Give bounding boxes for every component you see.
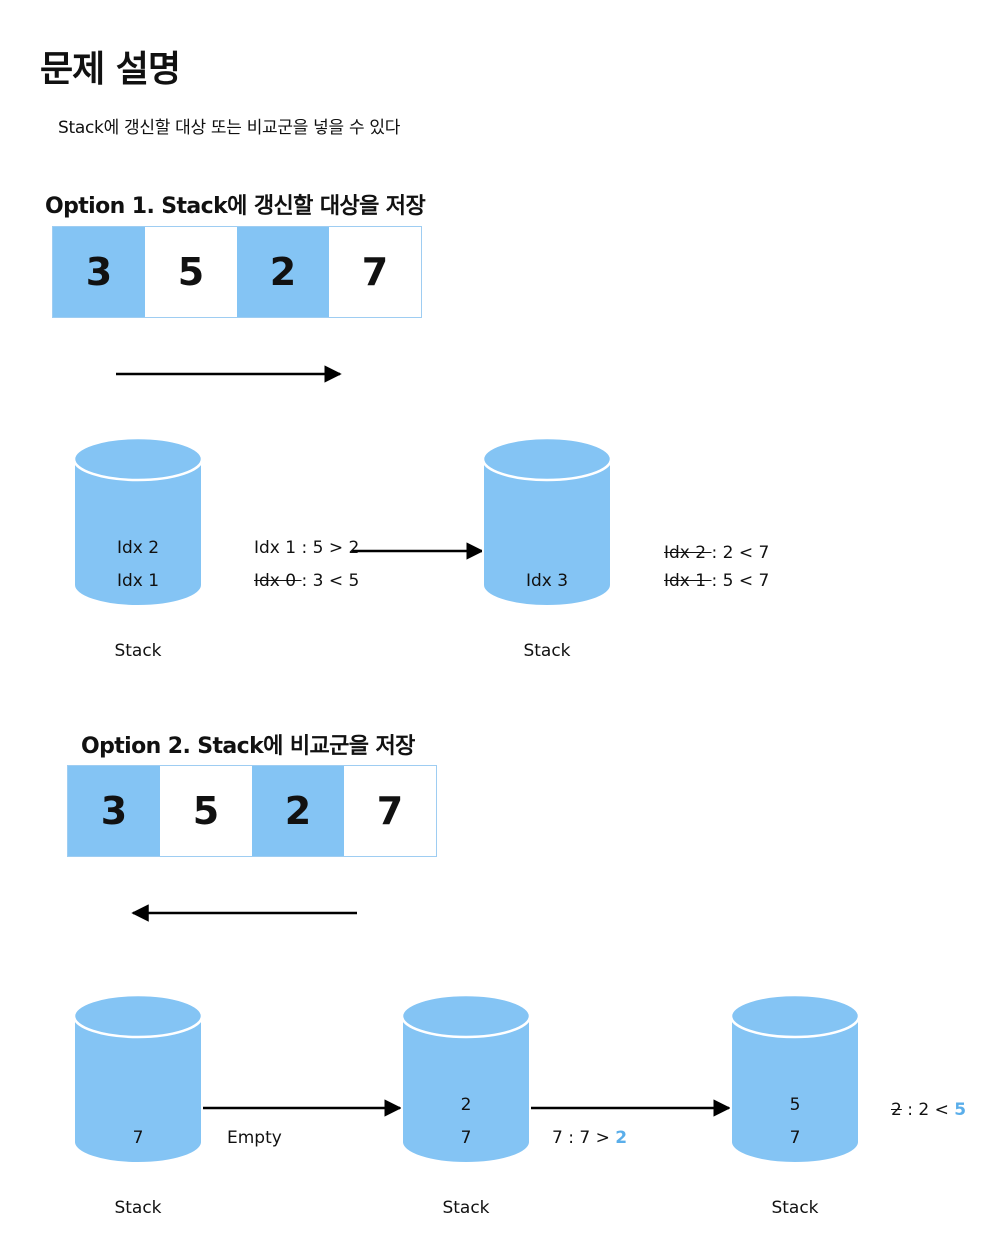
struck-index: Idx 1: [664, 571, 712, 591]
stack-item: 7: [132, 1128, 144, 1148]
stack-caption: Stack: [442, 1198, 490, 1218]
stack-caption: Stack: [114, 1198, 162, 1218]
stack-item: 2: [460, 1095, 472, 1115]
array-cell: 5: [145, 227, 237, 317]
stack-item: Idx 2: [116, 538, 160, 558]
option1-heading: Option 1. Stack에 갱신할 대상을 저장: [45, 194, 426, 219]
compare-text: 7 : 7 >: [552, 1128, 616, 1148]
compare-label: Idx 1 : 5 > 2: [254, 538, 360, 558]
compare-label: Idx 0 : 3 < 5: [254, 571, 359, 591]
stack-cylinder: [730, 994, 860, 1164]
empty-label: Empty: [227, 1128, 282, 1148]
struck-index: Idx 2: [664, 543, 712, 563]
array-cell: 2: [237, 227, 329, 317]
array-cell: 5: [160, 766, 252, 856]
stack-item: Idx 3: [525, 571, 569, 591]
result-text: : 2 < 7: [711, 543, 770, 563]
stack-caption: Stack: [523, 641, 571, 661]
stack-caption: Stack: [771, 1198, 819, 1218]
stack-item: 7: [789, 1128, 801, 1148]
array-cell: 3: [53, 227, 145, 317]
result-text: : 5 < 7: [711, 571, 770, 591]
array-cell: 3: [68, 766, 160, 856]
stack-cylinder: [482, 437, 612, 607]
stack-item: Idx 1: [116, 571, 160, 591]
struck-index: 2: [891, 1100, 902, 1120]
page-title: 문제 설명: [40, 49, 181, 90]
description: Stack에 갱신할 대상 또는 비교군을 넣을 수 있다: [58, 118, 401, 138]
stack-cylinder: [73, 437, 203, 607]
stack-cylinder: [73, 994, 203, 1164]
option2-array: 3 5 2 7: [67, 765, 437, 857]
struck-index: Idx 0: [254, 571, 302, 591]
compare-text: : 3 < 5: [301, 571, 360, 591]
highlight-value: 2: [615, 1128, 628, 1148]
array-cell: 7: [329, 227, 421, 317]
array-cell: 2: [252, 766, 344, 856]
stack-caption: Stack: [114, 641, 162, 661]
compare-label: 7 : 7 > 2: [552, 1128, 627, 1148]
result-label: 2 : 2 < 5: [891, 1100, 966, 1120]
stack-item: 7: [460, 1128, 472, 1148]
option2-heading: Option 2. Stack에 비교군을 저장: [81, 734, 415, 759]
stack-item: 5: [789, 1095, 801, 1115]
highlight-value: 5: [954, 1100, 967, 1120]
option1-array: 3 5 2 7: [52, 226, 422, 318]
stack-cylinder: [401, 994, 531, 1164]
array-cell: 7: [344, 766, 436, 856]
result-label: Idx 1 : 5 < 7: [664, 571, 769, 591]
result-label: Idx 2 : 2 < 7: [664, 543, 769, 563]
result-text: : 2 <: [901, 1100, 955, 1120]
